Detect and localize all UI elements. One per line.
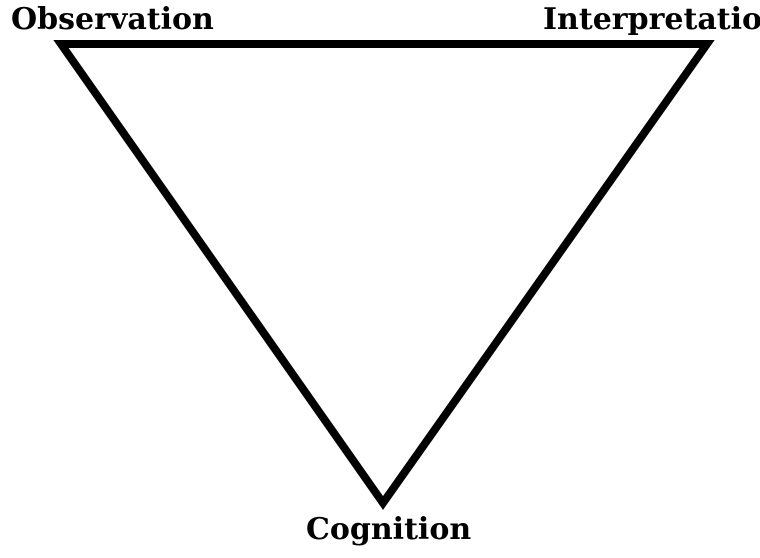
interpretation-label: Interpretation	[543, 2, 760, 37]
observation-label: Observation	[11, 2, 214, 37]
inverted-triangle	[53, 40, 715, 510]
cognition-label: Cognition	[306, 512, 472, 547]
